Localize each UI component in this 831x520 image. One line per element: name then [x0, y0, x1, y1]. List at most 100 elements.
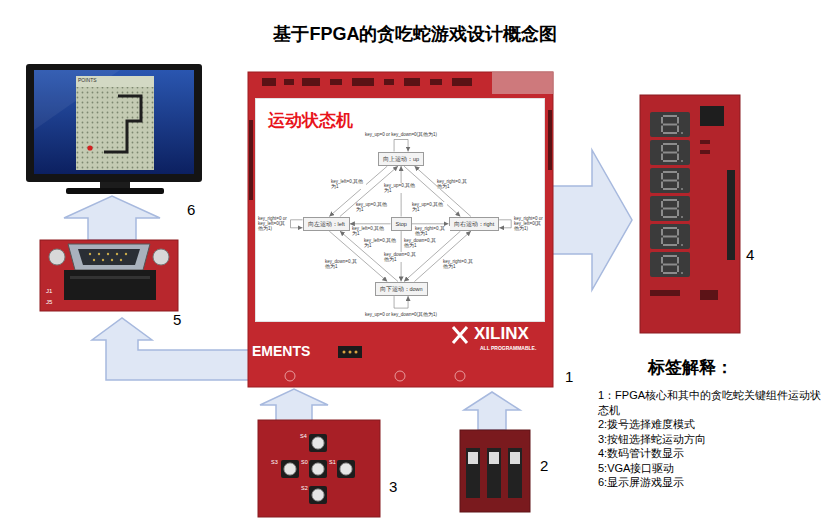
button-name: S4	[300, 433, 307, 439]
seven-segment-board-picture	[650, 224, 690, 249]
dip-switch-board-picture	[466, 448, 480, 498]
vga-connector-picture	[89, 253, 91, 255]
push-button-board-picture	[309, 434, 327, 452]
seven-segment-board-picture	[650, 112, 690, 137]
seven-segment-board-picture	[650, 196, 690, 221]
label-holder: 2	[540, 457, 548, 474]
explanation-item: 1：FPGA核心和其中的贪吃蛇关键组件运动状态机	[598, 388, 824, 417]
silkscreen-text: J1	[46, 288, 52, 295]
label-holder: ALL PROGRAMMABLE.	[480, 346, 536, 352]
label-holder: key_right=0,其他为1	[437, 179, 472, 189]
label-holder: key_right=0 or key_left=0(其他为1)	[514, 216, 545, 232]
dip-switch-board-picture	[508, 448, 522, 498]
transition-label: key_up=0,其他为1	[356, 202, 391, 212]
label-holder: key_left=0,其他为1	[331, 179, 366, 189]
block-arrow	[551, 150, 632, 290]
monitor-picture	[76, 76, 154, 170]
button-name: S0	[301, 459, 308, 465]
transition-label: key_right=0 or key_left=0(其他为1)	[514, 216, 545, 232]
transition-label: key_right=0,其他为1	[443, 259, 478, 269]
fpga-board-picture	[384, 79, 394, 85]
fpga-board-picture	[430, 79, 442, 85]
callout-number: 3	[389, 478, 397, 495]
push-button-board-picture	[309, 460, 327, 478]
label-holder: S2	[301, 485, 308, 491]
fpga-board-picture	[455, 371, 465, 381]
label-holder: 标签解释：	[648, 358, 733, 378]
transition-arrow	[394, 296, 408, 308]
seven-segment-board-picture	[700, 150, 710, 154]
label-holder: 1	[565, 368, 573, 385]
monitor-picture	[76, 76, 154, 87]
fpga-board-picture	[285, 371, 465, 381]
fpga-board-picture	[343, 351, 358, 354]
label-holder: EMENTS	[252, 343, 310, 359]
callout-number: 1	[565, 368, 573, 385]
fpga-board-picture	[352, 78, 374, 86]
transition-label: key_right=0,其他为1	[415, 226, 450, 236]
state-box: 向下运动：down	[375, 282, 428, 297]
explanation-heading: 标签解释：	[648, 358, 733, 378]
label-holder: key_up=0,其他为1	[356, 202, 391, 212]
monitor-picture	[66, 188, 164, 194]
label-holder: key_up=0,其他为1	[384, 183, 419, 193]
label-holder: key_down=0,其他为1	[325, 259, 360, 269]
callout-number: 2	[540, 457, 548, 474]
vga-connector-picture	[93, 259, 95, 261]
explanation-item: 4:数码管计数显示	[598, 446, 824, 461]
explanation-item: 2:拨号选择难度模式	[598, 417, 824, 432]
fpga-board-picture	[248, 72, 553, 387]
transition-label: key_left=0,其他为1	[352, 226, 387, 236]
brand-logo-text: XILINX	[474, 324, 529, 344]
label-holder: 4	[746, 246, 754, 263]
transition-label: key_up=0 or key_down=0(其他为1)	[365, 132, 438, 137]
explanation-item: 5:VGA接口驱动	[598, 461, 824, 476]
fpga-board-picture	[548, 110, 552, 170]
transition-label: key_up=0,其他为1	[384, 183, 419, 193]
seven-segment-board-picture	[650, 252, 690, 277]
monitor-picture	[26, 64, 202, 194]
screen-text: POINTS	[78, 78, 97, 84]
fpga-board-picture	[338, 346, 362, 358]
button-name: S1	[329, 459, 336, 465]
vga-connector-picture	[125, 253, 127, 255]
transition-label: key_up=0 or key_down=0(其他为1)	[365, 312, 438, 317]
label-holder: S3	[271, 459, 278, 465]
seven-segment-board-picture	[700, 140, 710, 144]
vga-connector-picture	[40, 240, 178, 311]
transition-label: key_right=0 or key_left=0(其他为1)	[258, 216, 289, 232]
fpga-board-picture	[452, 78, 472, 86]
label-holder: S0	[301, 459, 308, 465]
transition-label: key_up=0,其他为1	[412, 202, 447, 212]
explanation-list: 1：FPGA核心和其中的贪吃蛇关键组件运动状态机2:拨号选择难度模式3:按钮选择…	[598, 388, 824, 490]
fpga-board-picture	[248, 72, 553, 387]
label-holder: POINTS	[78, 78, 97, 84]
state-box: Stop	[391, 217, 412, 232]
transition-label: key_down=0,其他为1	[384, 252, 419, 262]
dip-switch-board-picture	[510, 452, 520, 464]
state-machine-panel: 运动状态机向上运动：up向左运动：leftStop向右运动：right向下运动：…	[255, 98, 545, 322]
label-holder: J1	[46, 288, 52, 295]
button-name: S3	[271, 459, 278, 465]
block-arrow	[64, 196, 160, 240]
dip-switch-board-picture	[460, 430, 530, 512]
monitor-picture	[104, 96, 141, 152]
vga-connector-picture	[40, 240, 178, 311]
vga-connector-picture	[102, 259, 104, 261]
transition-arrow	[412, 223, 449, 224]
monitor-picture	[34, 70, 194, 174]
vga-connector-picture	[78, 249, 140, 265]
transition-label: key_right=0,其他为1	[437, 179, 472, 189]
button-name: S2	[301, 485, 308, 491]
transition-arrow	[394, 140, 408, 152]
explanation-item: 3:按钮选择蛇运动方向	[598, 432, 824, 447]
fpga-board-picture	[262, 78, 276, 86]
fpga-board-picture	[404, 78, 420, 86]
seven-segment-board-picture	[650, 290, 680, 296]
vga-connector-picture	[70, 276, 150, 279]
seven-segment-board-picture	[700, 106, 724, 126]
seven-segment-board-picture	[650, 140, 718, 300]
monitor-picture	[100, 182, 130, 189]
fpga-board-picture	[343, 351, 346, 354]
